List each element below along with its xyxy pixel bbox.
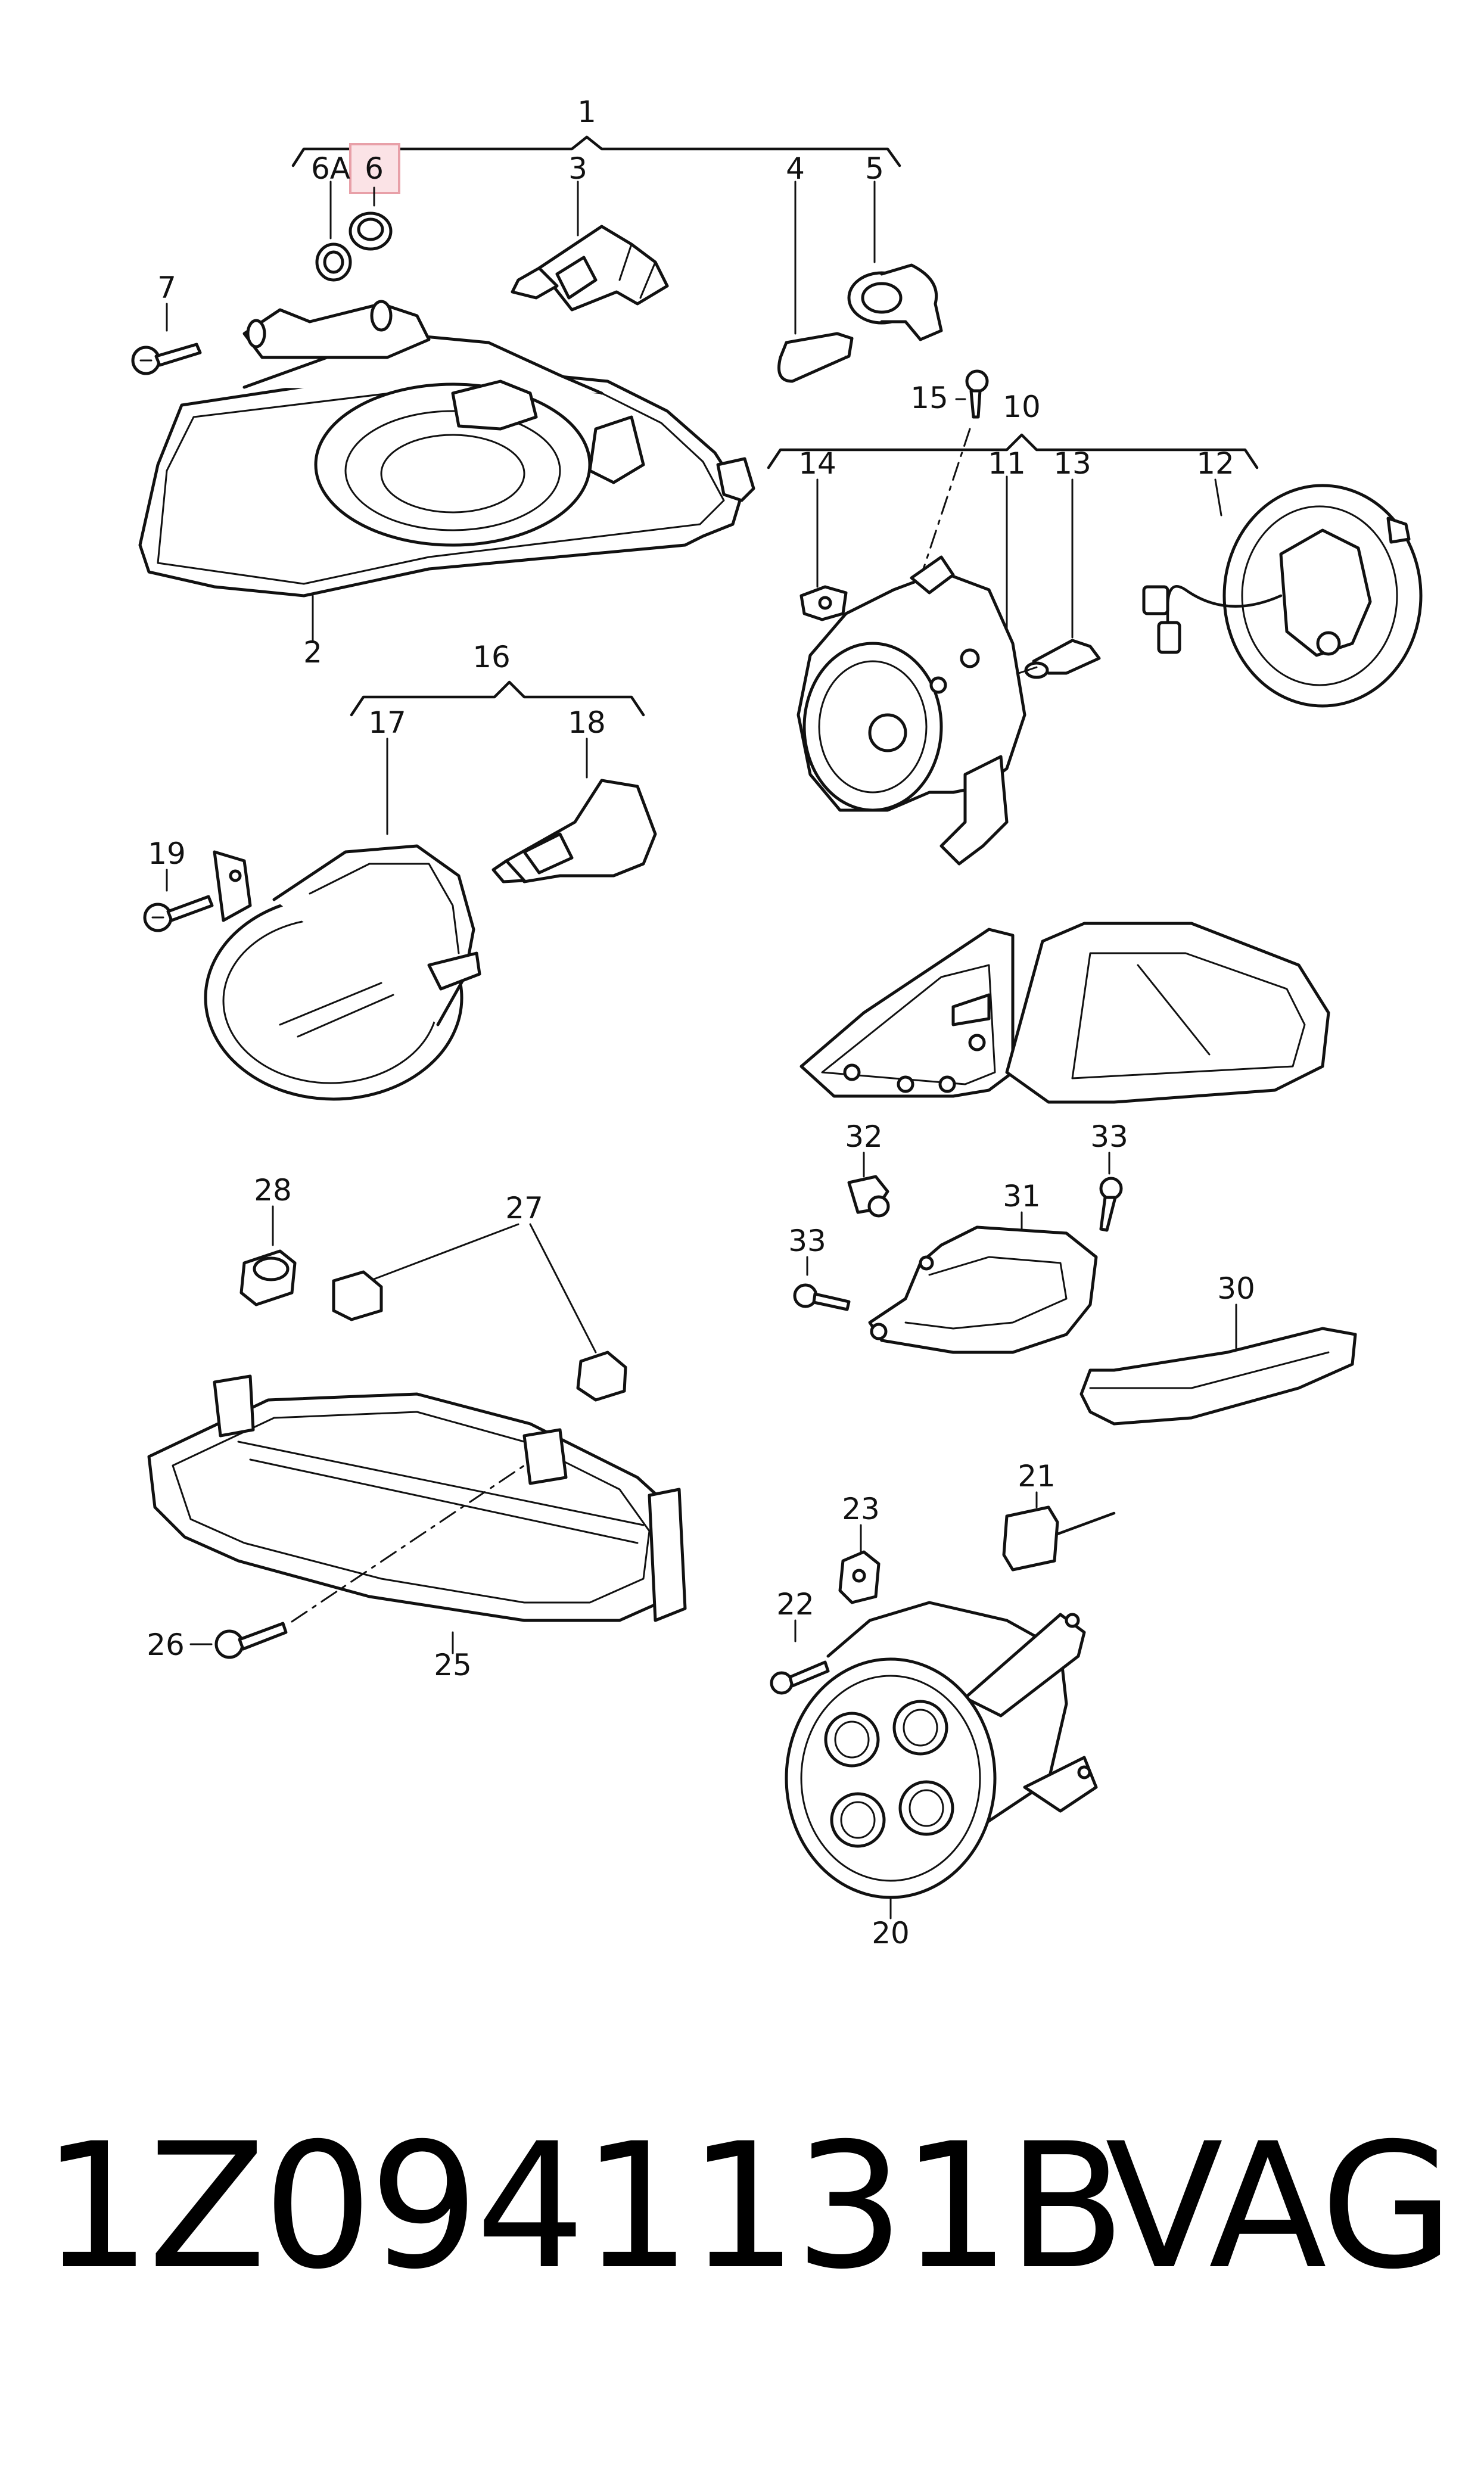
callout-4: 4 — [786, 151, 805, 186]
part-3-bulb — [511, 181, 669, 312]
callout-27: 27 — [505, 1191, 543, 1225]
callout-11: 11 — [988, 446, 1026, 481]
part-20-led-lamp — [785, 1601, 1098, 1919]
part-6-ring — [349, 186, 393, 251]
callout-28: 28 — [254, 1173, 292, 1208]
callout-6a: 6A — [311, 151, 350, 186]
callout-18: 18 — [568, 705, 606, 740]
part-33-screw-b — [793, 1256, 851, 1311]
part-25-grille-housing — [147, 1374, 687, 1654]
callout-labels: 1 6A 6 3 4 5 7 2 15 10 14 11 13 12 16 17… — [147, 95, 1255, 1950]
bracket-group-16 — [350, 680, 645, 717]
callout-26: 26 — [147, 1628, 185, 1662]
callout-6: 6 — [365, 151, 384, 186]
part-17-projector — [204, 738, 481, 1101]
part-19-screw — [143, 869, 214, 932]
part-11-fog-housing — [797, 475, 1026, 866]
callout-33-a: 33 — [1090, 1119, 1128, 1154]
callout-20: 20 — [872, 1916, 910, 1950]
callout-32: 32 — [845, 1119, 883, 1154]
part-number-text: 1Z0941131B — [42, 2107, 1126, 2307]
part-23-clip — [838, 1524, 881, 1604]
part-2-headlight-housing — [138, 300, 755, 642]
callout-33-b: 33 — [788, 1224, 826, 1258]
part-mirror-trim — [799, 922, 1330, 1104]
bracket-group-10 — [767, 433, 1259, 469]
callout-30: 30 — [1217, 1271, 1255, 1306]
callout-5: 5 — [865, 151, 884, 186]
part-21-connector — [1002, 1491, 1116, 1572]
part-7-screw — [131, 303, 202, 375]
part-33-screw-a — [1099, 1152, 1123, 1232]
callout-25: 25 — [434, 1648, 472, 1682]
part-30-strip — [1079, 1303, 1357, 1426]
callout-21: 21 — [1018, 1459, 1056, 1494]
brand-text: VAG — [1105, 2107, 1454, 2307]
part-14-clip — [799, 478, 848, 621]
callout-10: 10 — [1003, 390, 1041, 424]
part-22-screw — [770, 1619, 830, 1695]
part-27-clips — [332, 1223, 627, 1402]
part-28-nut — [239, 1205, 297, 1306]
callout-22: 22 — [776, 1587, 814, 1622]
callout-14: 14 — [798, 446, 836, 481]
callout-17: 17 — [368, 705, 406, 740]
part-4-bulb — [777, 181, 854, 383]
part-32-clip — [847, 1152, 890, 1218]
callout-3: 3 — [568, 151, 587, 186]
callout-15: 15 — [910, 381, 948, 415]
callout-2: 2 — [303, 635, 322, 670]
callout-23: 23 — [842, 1492, 880, 1526]
callout-1: 1 — [577, 95, 596, 129]
part-12-lamp-cover — [1142, 478, 1423, 708]
part-26-screw — [189, 1464, 525, 1659]
callout-13: 13 — [1053, 446, 1091, 481]
part-6a-washer — [315, 181, 352, 282]
part-5-socket — [847, 181, 943, 341]
bracket-group-1 — [291, 135, 901, 167]
callout-31: 31 — [1003, 1179, 1041, 1214]
part-18-bulb — [491, 738, 657, 883]
callout-19: 19 — [148, 836, 186, 871]
callout-7: 7 — [157, 270, 176, 305]
part-31-bracket — [868, 1211, 1098, 1354]
callout-16: 16 — [472, 640, 511, 674]
callout-12: 12 — [1196, 446, 1234, 481]
part-15-screw — [919, 369, 989, 579]
part-13-wedge-bulb — [1018, 478, 1101, 679]
